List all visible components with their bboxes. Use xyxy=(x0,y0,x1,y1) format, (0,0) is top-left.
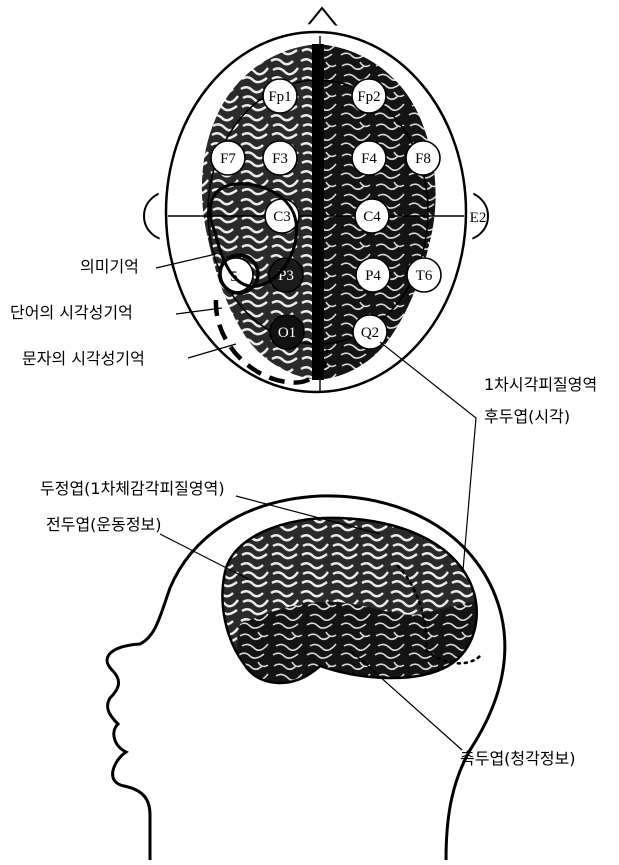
label-primary-visual-cortex: 1차시각피질영역 xyxy=(484,375,597,394)
side-view-head xyxy=(107,496,505,860)
svg-text:C3: C3 xyxy=(273,209,291,225)
svg-text:F7: F7 xyxy=(220,151,236,167)
svg-text:Fp2: Fp2 xyxy=(357,89,380,105)
svg-text:P4: P4 xyxy=(365,268,381,284)
label-semantic-memory: 의미기억 xyxy=(80,257,139,276)
electrode-o1: O1 xyxy=(270,315,304,349)
svg-text:E2: E2 xyxy=(470,210,487,226)
label-word-visual-memory: 단어의 시각성기억 xyxy=(10,303,133,322)
label-occipital-lobe: 후두엽(시각) xyxy=(484,407,570,426)
electrode-c4: C4 xyxy=(355,199,389,233)
electrode-e2: E2 xyxy=(470,210,487,226)
electrode-p4: P4 xyxy=(356,258,390,292)
electrode-t6: T6 xyxy=(407,258,441,292)
electrode-f3: F3 xyxy=(263,141,297,175)
svg-text:Q2: Q2 xyxy=(361,325,379,341)
label-frontal-lobe: 전두엽(운동정보) xyxy=(46,515,162,534)
electrode-f8: F8 xyxy=(406,141,440,175)
top-view-head xyxy=(144,8,488,392)
electrode-fp1: Fp1 xyxy=(263,79,297,113)
label-letter-visual-memory: 문자의 시각성기억 xyxy=(22,349,145,368)
svg-text:F3: F3 xyxy=(272,151,288,167)
electrode-fp2: Fp2 xyxy=(352,79,386,113)
svg-text:Fp1: Fp1 xyxy=(268,89,291,105)
label-parietal-lobe: 두정엽(1차체감각피질영역) xyxy=(40,479,225,498)
svg-text:T6: T6 xyxy=(416,268,433,284)
svg-text:C4: C4 xyxy=(363,209,381,225)
label-temporal-lobe: 측두엽(청각정보) xyxy=(460,749,576,768)
svg-text:O1: O1 xyxy=(278,325,296,341)
svg-text:F8: F8 xyxy=(415,151,431,167)
svg-text:F4: F4 xyxy=(361,151,377,167)
electrode-f4: F4 xyxy=(352,141,386,175)
electrode-f7: F7 xyxy=(211,141,245,175)
